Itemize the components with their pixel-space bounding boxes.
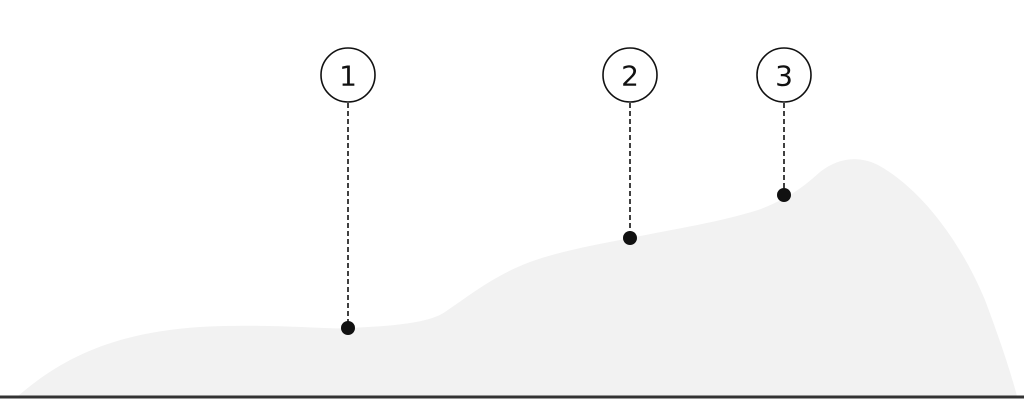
marker-3: 3	[756, 47, 812, 202]
marker-3-label: 3	[775, 60, 793, 93]
marker-2-point	[623, 231, 637, 245]
marker-1-point	[341, 321, 355, 335]
marker-3-point	[777, 188, 791, 202]
marker-2-badge	[602, 47, 658, 103]
marker-2-label: 2	[621, 60, 639, 93]
terrain-profile	[18, 159, 1017, 396]
marker-2: 2	[602, 47, 658, 245]
marker-3-badge	[756, 47, 812, 103]
marker-1: 1	[320, 47, 376, 335]
marker-1-label: 1	[339, 60, 357, 93]
marker-1-badge	[320, 47, 376, 103]
